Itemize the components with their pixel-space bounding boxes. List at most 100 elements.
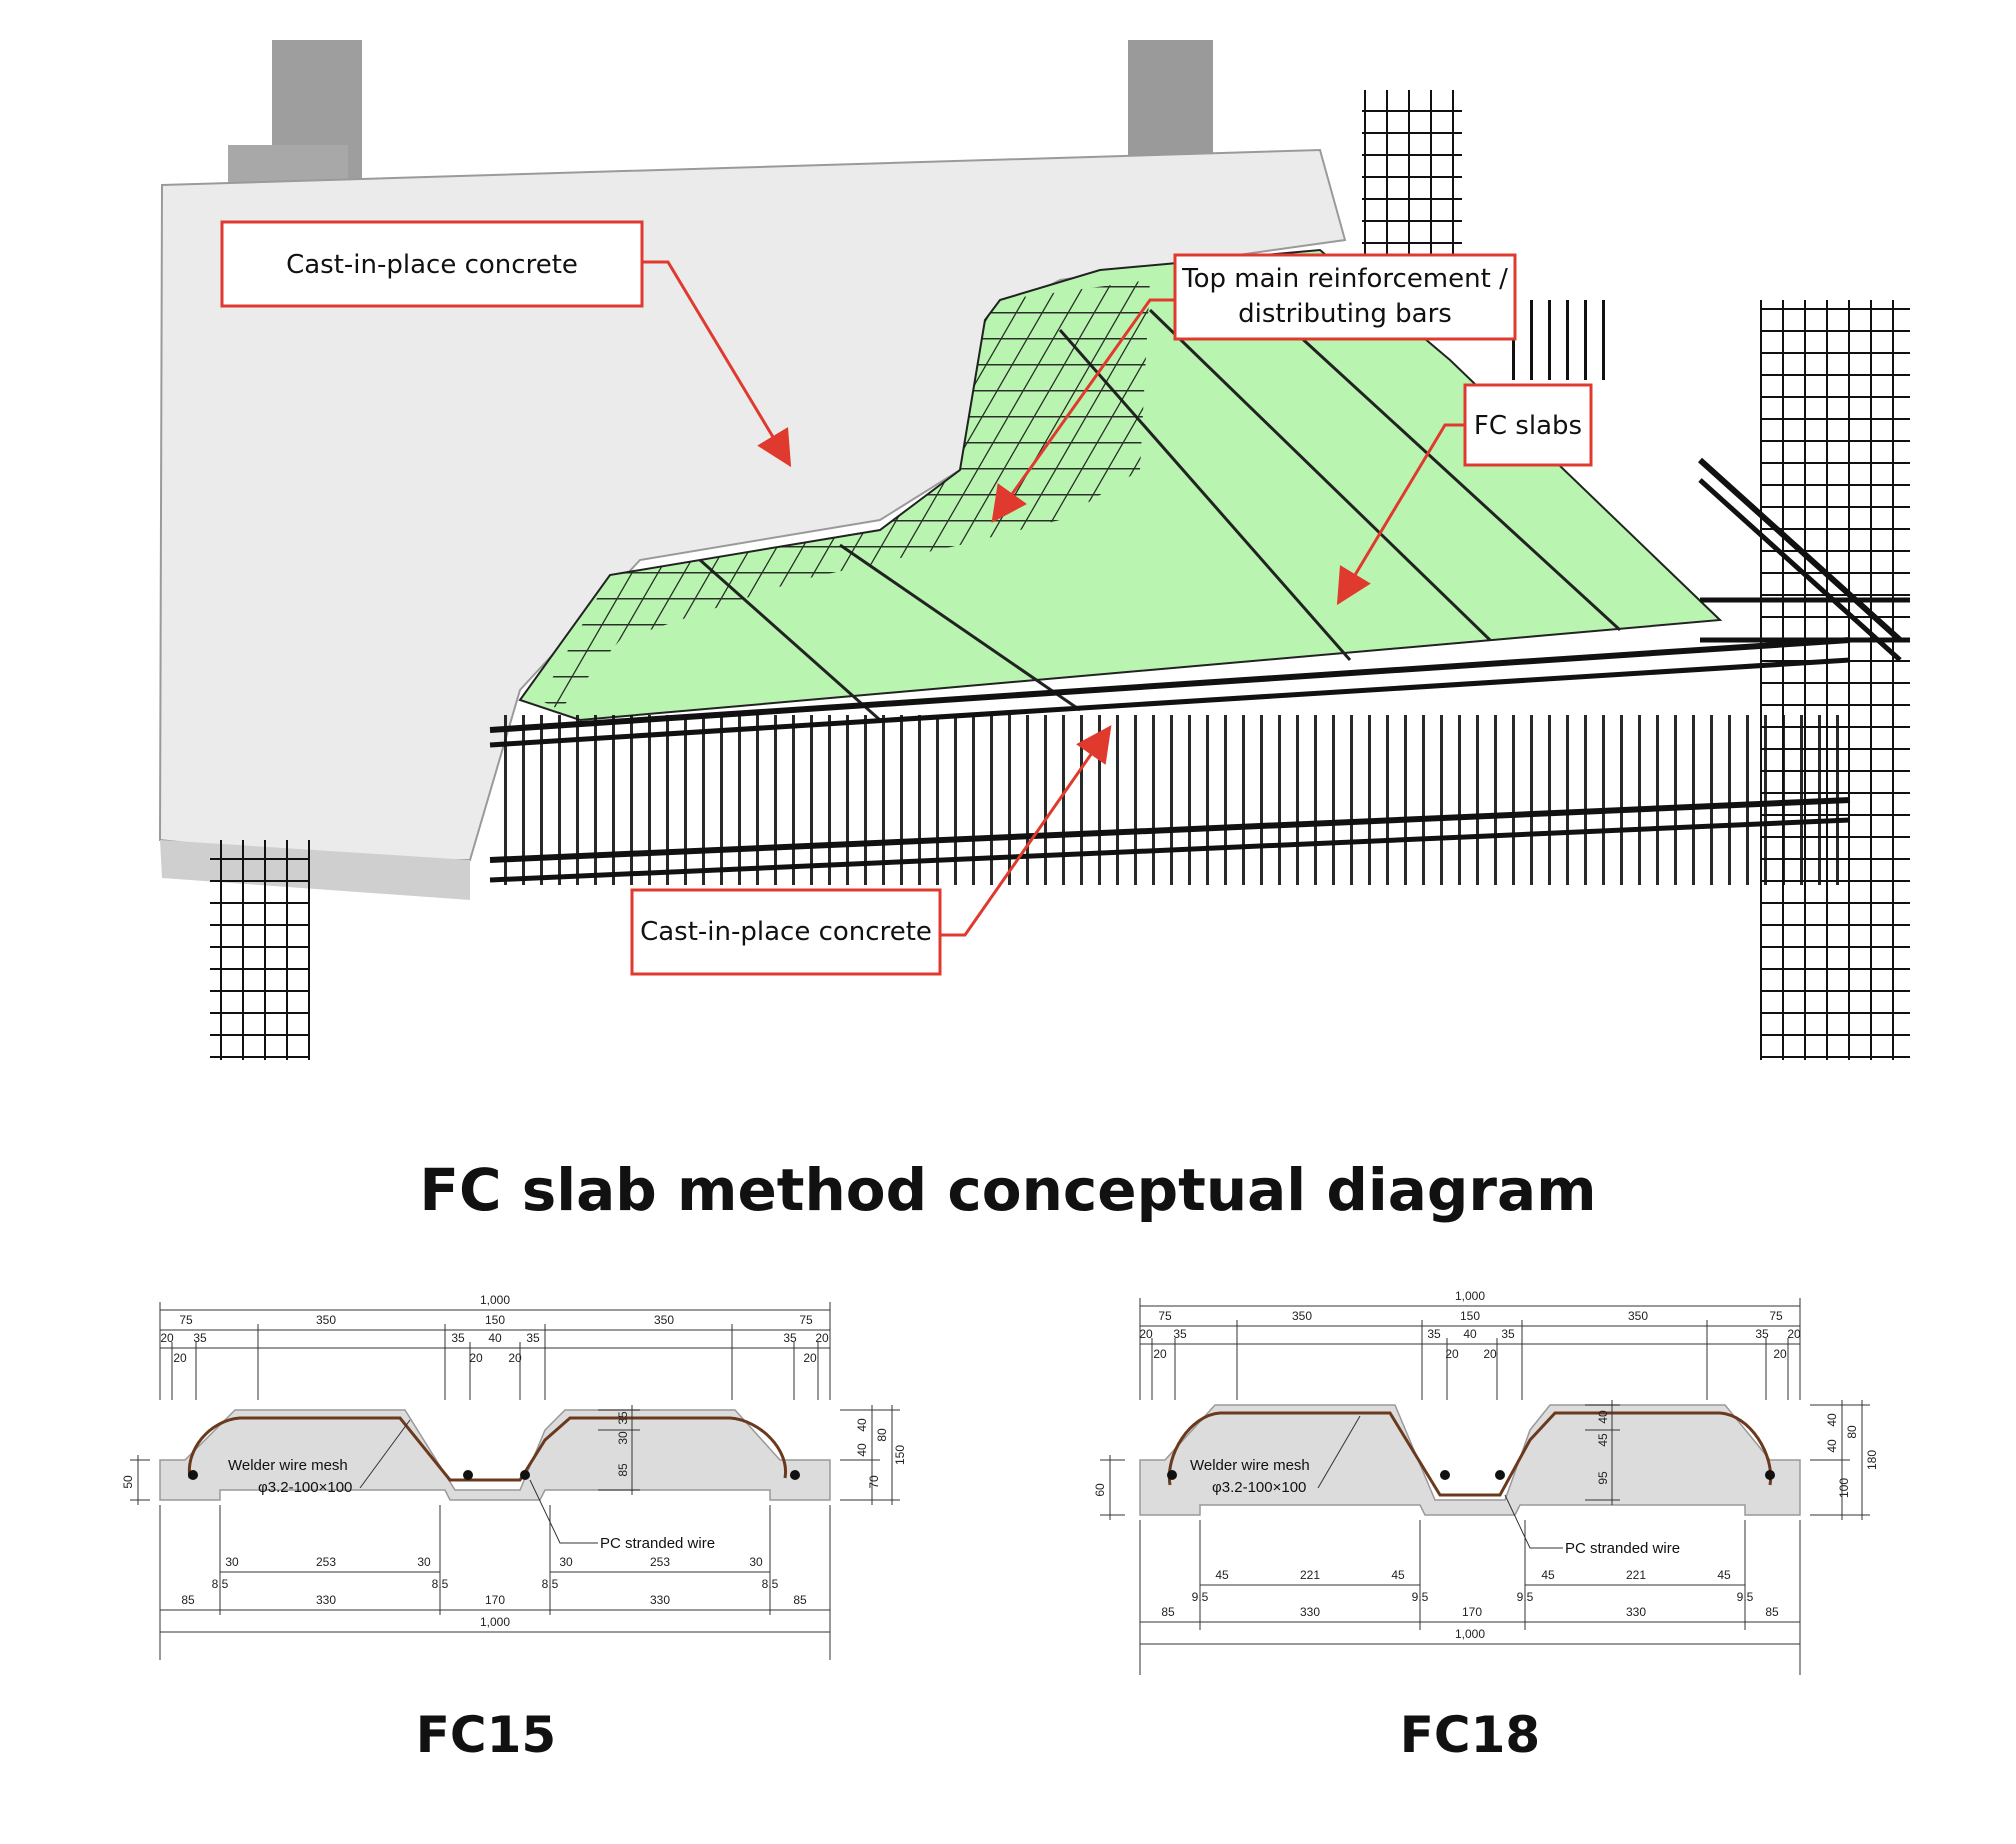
dim-bottom: 221 (1626, 1568, 1646, 1582)
dim-top: 20 (160, 1331, 174, 1345)
label-strand: PC stranded wire (600, 1535, 715, 1552)
dim-top: 75 (799, 1313, 813, 1327)
section-caption: FC15 (416, 1706, 556, 1764)
dim-bottom: 85 (1161, 1605, 1175, 1619)
dim-top: 20 (803, 1351, 817, 1365)
rebar-beam-back (1500, 300, 1620, 380)
dim-bottom: 45 (1391, 1568, 1405, 1582)
dim-right: 100 (1837, 1478, 1851, 1498)
dim-top: 75 (179, 1313, 193, 1327)
dim-top: 20 (1139, 1327, 1153, 1341)
dim-top: 75 (1158, 1309, 1172, 1323)
dim-top: 20 (1787, 1327, 1801, 1341)
fc15-strand (790, 1470, 800, 1480)
dim-bottom: 8.5 (432, 1577, 449, 1591)
callout-fc-slabs: FC slabs (1336, 383, 1593, 606)
dim-inner: 40 (1596, 1410, 1610, 1424)
slab-seam (1258, 298, 1622, 632)
dim-inner: 45 (1596, 1433, 1610, 1447)
beam-stirrups (490, 715, 1850, 885)
fc18-wire-mesh (1167, 1411, 1773, 1497)
label-mesh: Welder wire mesh (1190, 1457, 1310, 1474)
dim-bottom: 253 (316, 1555, 336, 1569)
dim-total-top: 1,000 (1455, 1289, 1485, 1303)
illustration-3d: Cast-in-place concrete Top main reinforc… (158, 40, 1910, 1060)
dim-left: 60 (1093, 1483, 1107, 1497)
dim-bottom: 330 (1626, 1605, 1646, 1619)
dim-top: 20 (508, 1351, 522, 1365)
dim-top: 35 (1173, 1327, 1187, 1341)
dim-bottom: 9.5 (1517, 1590, 1534, 1604)
dim-total-bottom: 1,000 (480, 1615, 510, 1629)
dim-total-bottom: 1,000 (1455, 1627, 1485, 1641)
dim-bottom: 45 (1215, 1568, 1229, 1582)
fc18-strand (1440, 1470, 1450, 1480)
slab-seam (1148, 308, 1492, 642)
dim-bottom: 85 (1765, 1605, 1779, 1619)
label-mesh-spec: φ3.2-100×100 (1212, 1479, 1306, 1496)
dim-top: 35 (451, 1331, 465, 1345)
dim-top: 20 (1483, 1347, 1497, 1361)
figure-title: FC slab method conceptual diagram (419, 1156, 1596, 1224)
fc15-wire-mesh (187, 1416, 788, 1482)
dim-right: 40 (1825, 1439, 1839, 1453)
dim-right: 150 (893, 1445, 907, 1465)
beam-top-bar (489, 637, 1851, 733)
dim-bottom: 253 (650, 1555, 670, 1569)
dim-bottom: 9.5 (1737, 1590, 1754, 1604)
dim-top: 350 (1628, 1309, 1648, 1323)
dim-top: 350 (654, 1313, 674, 1327)
section-caption: FC18 (1400, 1706, 1540, 1764)
dim-bottom: 85 (793, 1593, 807, 1607)
dim-top: 20 (173, 1351, 187, 1365)
callout-text: FC slabs (1474, 411, 1582, 441)
fc18-strand (1765, 1470, 1775, 1480)
callout-top-reinforcement: Top main reinforcement / distributing ba… (991, 253, 1517, 523)
callout-text-line2: distributing bars (1238, 299, 1452, 329)
callout-cast-in-place-bottom: Cast-in-place concrete (630, 725, 1112, 976)
dim-top: 20 (815, 1331, 829, 1345)
dim-top: 350 (316, 1313, 336, 1327)
beam-bottom-bar (489, 817, 1851, 883)
dim-top: 75 (1769, 1309, 1783, 1323)
dim-bottom: 330 (316, 1593, 336, 1607)
fc15-strand (188, 1470, 198, 1480)
dim-top: 20 (1153, 1347, 1167, 1361)
dim-right: 80 (875, 1428, 889, 1442)
leader (1504, 1494, 1563, 1549)
dim-bottom: 330 (650, 1593, 670, 1607)
dim-inner: 95 (1596, 1471, 1610, 1485)
dim-bottom: 8.5 (542, 1577, 559, 1591)
beam-bottom-bar (489, 797, 1851, 863)
callout-text: Cast-in-place concrete (640, 917, 932, 947)
slab-seam (839, 543, 1081, 712)
section-fc18: 1,000 75 350 150 350 75 20 35 35 40 35 3… (1093, 1289, 1879, 1764)
leader (1317, 1415, 1361, 1489)
dim-bottom: 330 (1300, 1605, 1320, 1619)
dim-right: 180 (1865, 1450, 1879, 1470)
dim-inner: 30 (616, 1431, 630, 1445)
dim-bottom: 170 (485, 1593, 505, 1607)
dim-bottom: 8.5 (762, 1577, 779, 1591)
top-reinforcement-mesh (540, 280, 1150, 710)
dim-top: 150 (485, 1313, 505, 1327)
leader (529, 1479, 598, 1544)
dim-bottom: 45 (1541, 1568, 1555, 1582)
dim-right: 70 (867, 1475, 881, 1489)
dim-top: 35 (193, 1331, 207, 1345)
dim-top: 20 (469, 1351, 483, 1365)
dim-top: 35 (1427, 1327, 1441, 1341)
dim-bottom: 8.5 (212, 1577, 229, 1591)
dim-top: 350 (1292, 1309, 1312, 1323)
dim-bottom: 30 (225, 1555, 239, 1569)
rebar-column-back (1362, 90, 1462, 265)
dim-top: 20 (1445, 1347, 1459, 1361)
fc18-strand (1167, 1470, 1177, 1480)
dim-top: 40 (488, 1331, 502, 1345)
dim-total-top: 1,000 (480, 1293, 510, 1307)
dim-bottom: 30 (749, 1555, 763, 1569)
dim-bottom: 30 (417, 1555, 431, 1569)
leader (359, 1419, 411, 1489)
dim-bottom: 9.5 (1192, 1590, 1209, 1604)
fc15-concrete-profile (159, 1409, 831, 1501)
